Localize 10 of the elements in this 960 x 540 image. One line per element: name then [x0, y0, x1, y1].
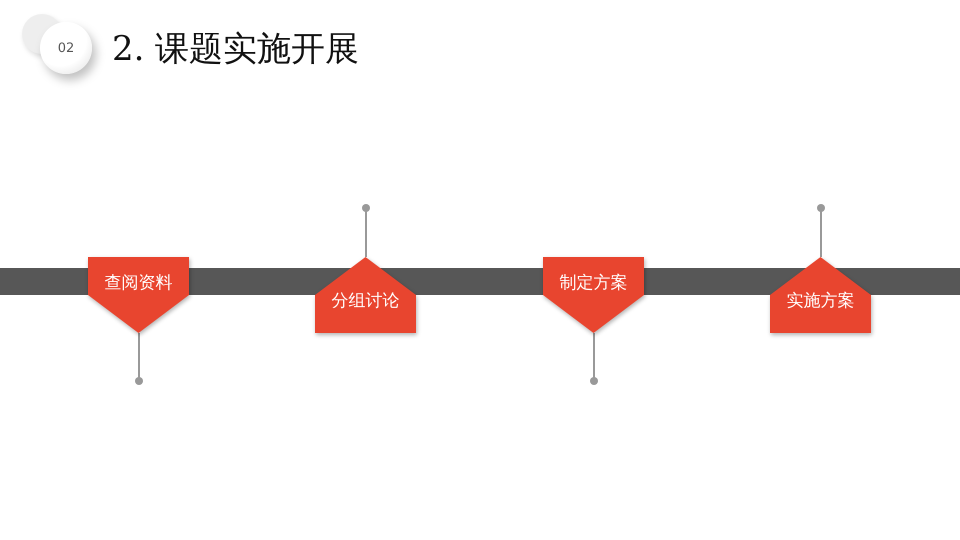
- step-label: 实施方案: [786, 290, 856, 312]
- pentagon-marker: [543, 257, 644, 333]
- pentagon-marker: [770, 257, 871, 333]
- step-label: 查阅资料: [104, 272, 174, 294]
- step-label: 分组讨论: [330, 290, 400, 312]
- step-label: 制定方案: [558, 272, 628, 294]
- pentagon-marker: [88, 257, 189, 333]
- section-number: 02: [40, 22, 92, 74]
- slide-title: 2. 课题实施开展: [112, 28, 360, 71]
- pentagon-marker: [315, 257, 416, 333]
